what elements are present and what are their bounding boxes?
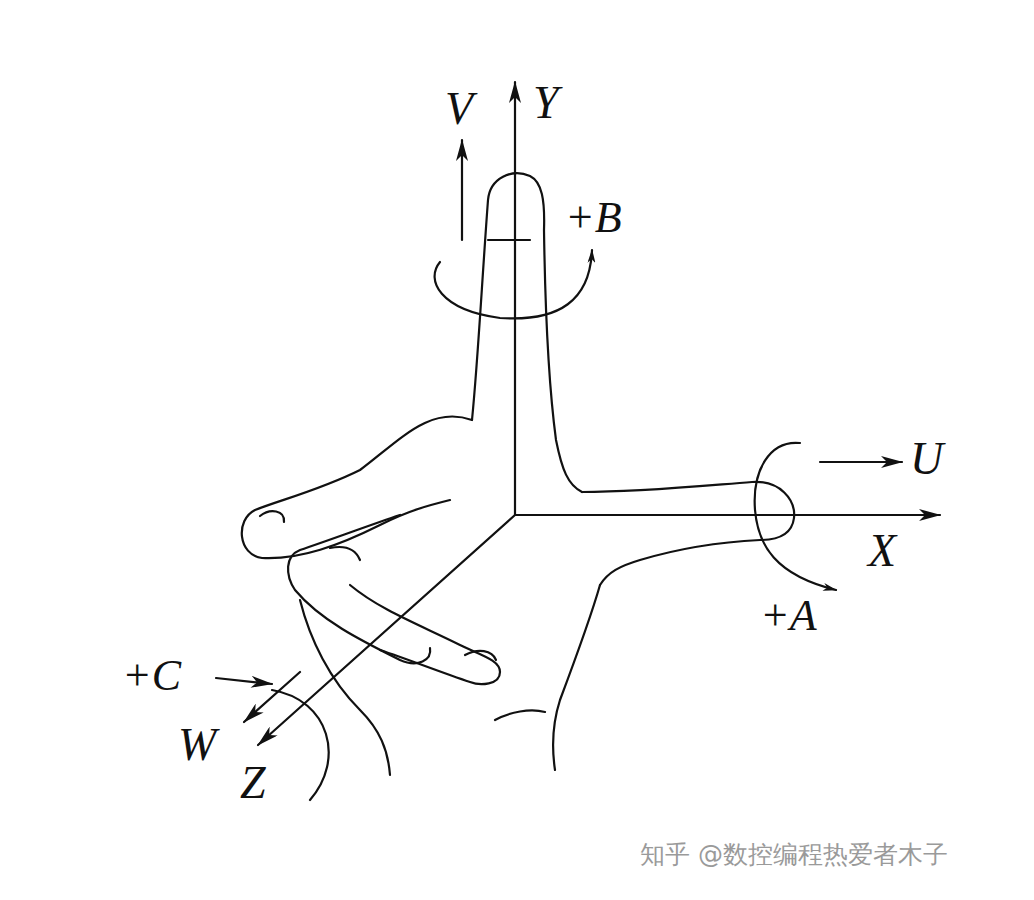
rotation-label: +A <box>760 594 817 638</box>
rotation-label: +C <box>122 654 181 698</box>
axis-label: X <box>868 528 896 574</box>
watermark: 知乎 @数控编程热爱者木子 <box>640 842 948 867</box>
axis-label: Z <box>240 760 266 806</box>
axis-label: V <box>445 86 473 132</box>
axis-label: U <box>910 436 943 482</box>
axis-label: W <box>178 722 216 768</box>
axis-label: Y <box>533 80 559 126</box>
rotation-label: +B <box>565 196 622 240</box>
